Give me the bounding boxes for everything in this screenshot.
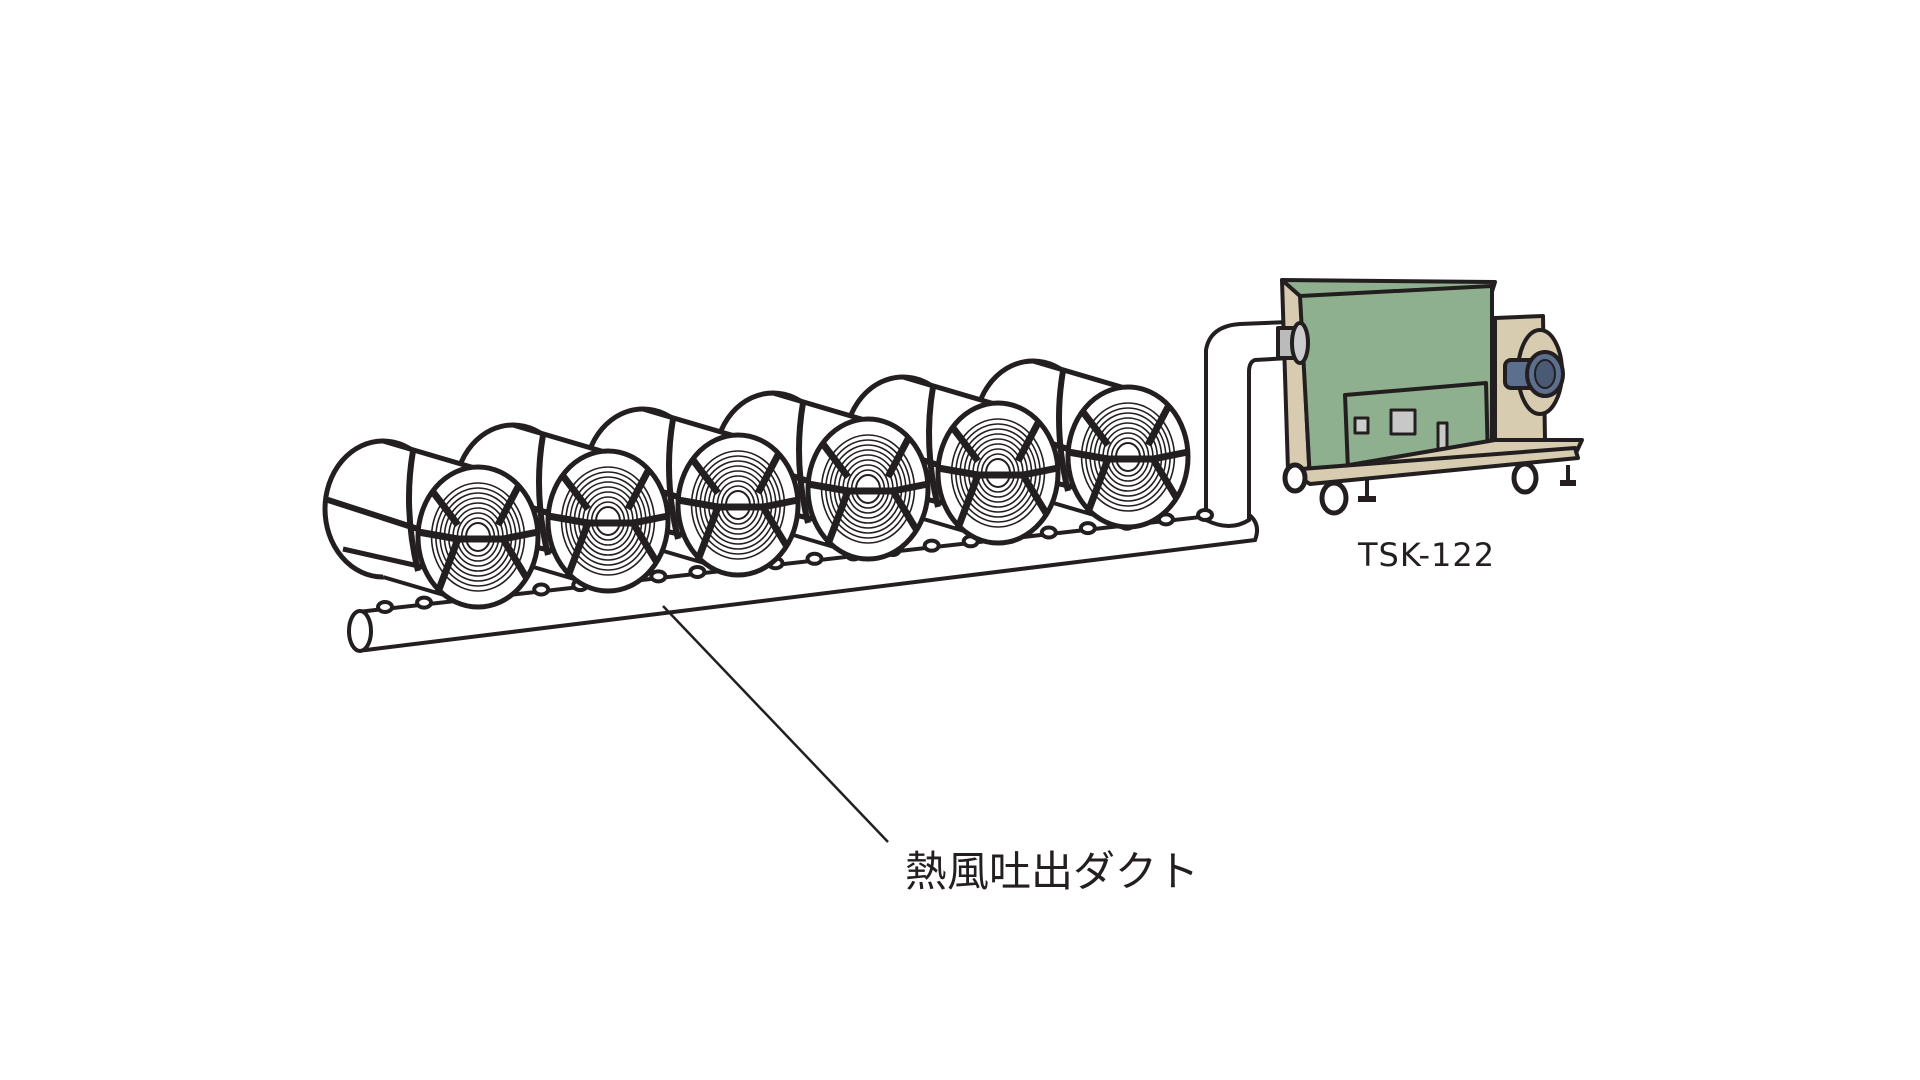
steel-coils	[322, 358, 1191, 610]
hot-air-duct	[347, 319, 1292, 653]
duct-hole	[532, 582, 551, 597]
duct-hole	[1078, 521, 1097, 536]
display-panel	[1389, 408, 1417, 436]
duct-hole	[415, 595, 434, 610]
duct-hole	[1196, 508, 1214, 522]
duct-hole	[688, 564, 707, 579]
leader-line	[662, 605, 889, 843]
steel-coil	[322, 438, 541, 610]
duct-hole	[922, 538, 941, 553]
duct-hole	[805, 551, 824, 566]
duct-hole	[1039, 525, 1058, 540]
switch-icon	[1353, 416, 1370, 435]
tsk-122-machine	[1276, 278, 1584, 516]
duct-label: 熱風吐出ダクト	[905, 847, 1200, 896]
duct-hole	[649, 569, 668, 584]
duct-hole	[376, 600, 394, 614]
model-label: TSK-122	[1358, 536, 1496, 574]
